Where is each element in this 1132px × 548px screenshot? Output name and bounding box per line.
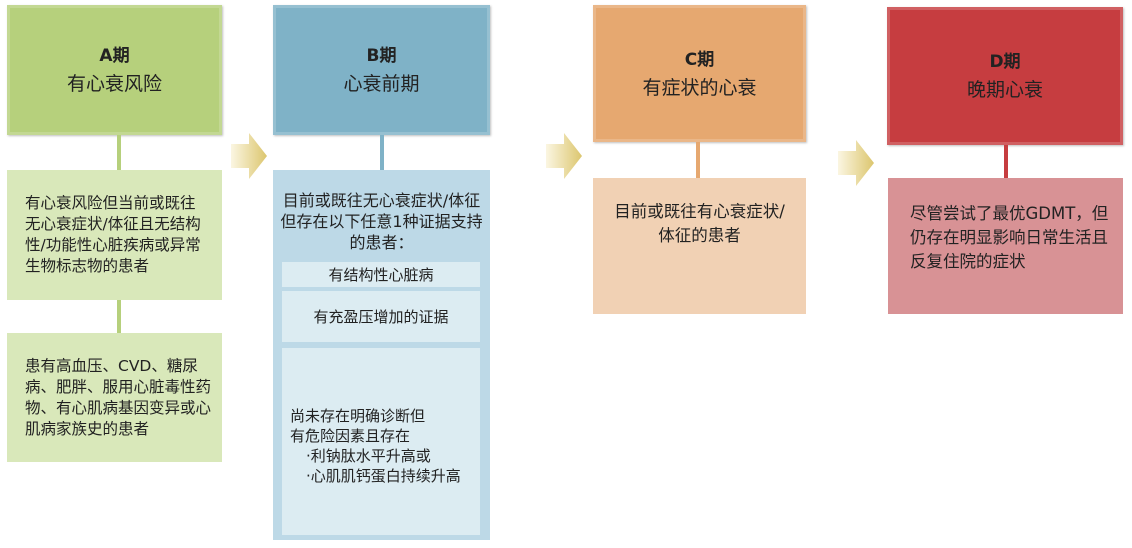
stage-a-examples: 患有高血压、CVD、糖尿病、肥胖、服用心脏毒性药物、有心肌病基因变异或心肌病家族…	[7, 333, 222, 462]
stage-d-header: D期 晚期心衰	[887, 7, 1123, 145]
stage-d-code: D期	[989, 52, 1021, 72]
stage-a-description: 有心衰风险但当前或既往无心衰症状/体征且无结构性/功能性心脏疾病或异常生物标志物…	[7, 170, 222, 300]
stage-c-code: C期	[684, 49, 715, 70]
stage-d-desc-text: 尽管尝试了最优GDMT，但仍存在明显影响日常生活且反复住院的症状	[910, 204, 1109, 271]
stage-c-connector	[696, 142, 700, 178]
stage-a-code: A期	[99, 46, 130, 66]
stage-c-title: 有症状的心衰	[642, 76, 757, 99]
arrow-b-to-c-icon	[546, 133, 582, 179]
arrow-a-to-b-icon	[231, 133, 267, 179]
stage-b-risk-bullet: ·心肌肌钙蛋白持续升高	[306, 467, 461, 485]
stage-b-title: 心衰前期	[343, 73, 420, 95]
stage-a-examples-text: 患有高血压、CVD、糖尿病、肥胖、服用心脏毒性药物、有心肌病基因变异或心肌病家族…	[25, 356, 212, 438]
stage-c-desc-text: 目前或既往有心衰症状/体征的患者	[614, 202, 785, 245]
stage-b-header: B期 心衰前期	[273, 5, 490, 135]
stage-d-title: 晚期心衰	[966, 79, 1043, 101]
stage-d-description: 尽管尝试了最优GDMT，但仍存在明显影响日常生活且反复住院的症状	[888, 178, 1123, 314]
stage-b-risk-box: 尚未存在明确诊断但有危险因素且存在 ·利钠肽水平升高或 ·心肌肌钙蛋白持续升高	[282, 348, 480, 535]
stage-b-risk-intro: 尚未存在明确诊断但有危险因素且存在	[290, 407, 426, 445]
stage-b-item: 有结构性心脏病	[282, 262, 480, 287]
stage-b-risk-bullet: ·利钠肽水平升高或	[306, 447, 431, 465]
stage-a-connector-2	[117, 300, 121, 333]
stage-c-header: C期 有症状的心衰	[593, 5, 806, 142]
stage-a-desc-text: 有心衰风险但当前或既往无心衰症状/体征且无结构性/功能性心脏疾病或异常生物标志物…	[25, 194, 201, 275]
stage-a-header: A期 有心衰风险	[7, 5, 222, 135]
stage-c-description: 目前或既往有心衰症状/体征的患者	[593, 178, 806, 314]
stage-a-connector	[117, 135, 121, 170]
stage-d-connector	[1004, 145, 1008, 178]
stage-b-desc-text: 目前或既往无心衰症状/体征但存在以下任意1种证据支持的患者：	[280, 191, 483, 252]
stage-a-title: 有心衰风险	[66, 73, 162, 95]
stage-b-code: B期	[366, 46, 397, 66]
stage-b-item: 有充盈压增加的证据	[282, 291, 480, 342]
arrow-c-to-d-icon	[838, 140, 874, 186]
stage-b-description: 目前或既往无心衰症状/体征但存在以下任意1种证据支持的患者： 有结构性心脏病 有…	[273, 170, 490, 540]
stage-b-connector	[380, 135, 384, 170]
